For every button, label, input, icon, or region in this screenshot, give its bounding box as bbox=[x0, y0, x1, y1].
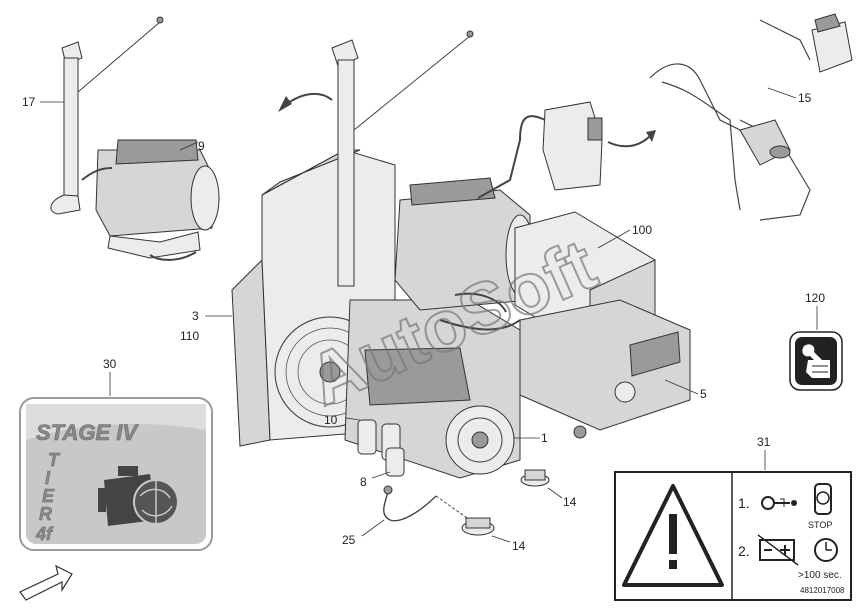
aftertreatment-unit[interactable] bbox=[81, 139, 220, 261]
stage-title: STAGE IV bbox=[36, 420, 139, 445]
oil-filter[interactable] bbox=[371, 447, 405, 479]
tier-suffix: 4f bbox=[35, 524, 54, 544]
tier-letter-3: E bbox=[42, 486, 55, 506]
stop-text: STOP bbox=[808, 520, 832, 530]
callout-120[interactable]: 120 bbox=[805, 291, 825, 305]
rotate-arrow-head bbox=[278, 96, 292, 112]
warning-label[interactable]: 1. STOP 2. >100 sec. 4812017008 bbox=[614, 471, 852, 601]
step-2-label: 2. bbox=[738, 543, 750, 559]
callout-14-a[interactable]: 14 bbox=[563, 495, 577, 509]
callout-1[interactable]: 1 bbox=[541, 431, 548, 445]
tier-letter-4: R bbox=[39, 504, 52, 524]
battery-disconnect-icon bbox=[757, 534, 799, 566]
callout-15[interactable]: 15 bbox=[798, 91, 812, 105]
label-code: 4812017008 bbox=[800, 586, 845, 595]
callout-9[interactable]: 9 bbox=[198, 139, 205, 153]
wrench-thumb-icon bbox=[802, 344, 830, 378]
stage-iv-badge[interactable]: STAGE IV T I E R 4f bbox=[19, 397, 213, 551]
base-frame[interactable] bbox=[519, 299, 699, 439]
callout-30[interactable]: 30 bbox=[103, 357, 117, 371]
engine-mount-1[interactable] bbox=[520, 469, 563, 499]
callout-110[interactable]: 110 bbox=[180, 329, 199, 343]
move-arrow-head bbox=[646, 130, 656, 142]
callout-25[interactable]: 25 bbox=[342, 533, 356, 547]
callout-14-b[interactable]: 14 bbox=[512, 539, 526, 553]
tier-letter-1: T bbox=[48, 450, 61, 470]
engine-mount-2[interactable] bbox=[461, 517, 511, 543]
callout-10[interactable]: 10 bbox=[324, 413, 338, 427]
time-text: >100 sec. bbox=[798, 570, 842, 581]
callout-17[interactable]: 17 bbox=[22, 95, 36, 109]
exhaust-stack-left[interactable] bbox=[40, 16, 164, 215]
callout-5[interactable]: 5 bbox=[700, 387, 707, 401]
warning-triangle-icon bbox=[622, 484, 724, 587]
clock-icon bbox=[814, 538, 838, 562]
expansion-tank[interactable] bbox=[477, 101, 603, 199]
callout-3[interactable]: 3 bbox=[192, 309, 199, 323]
engine-stop-icon bbox=[814, 483, 832, 515]
fuel-line-assembly[interactable] bbox=[649, 13, 853, 221]
engine-globe-icon bbox=[98, 466, 179, 526]
move-arrow-icon bbox=[607, 135, 651, 148]
service-icon-box[interactable] bbox=[789, 306, 843, 391]
direction-arrow-icon bbox=[19, 564, 73, 601]
tier-letter-2: I bbox=[45, 468, 51, 488]
callout-100[interactable]: 100 bbox=[632, 223, 652, 237]
sensor-cable[interactable] bbox=[361, 485, 471, 537]
callout-31[interactable]: 31 bbox=[757, 435, 771, 449]
key-off-icon bbox=[761, 496, 797, 510]
exhaust-stack-center[interactable] bbox=[331, 30, 474, 287]
step-1-label: 1. bbox=[738, 495, 750, 511]
callout-8[interactable]: 8 bbox=[360, 475, 367, 489]
